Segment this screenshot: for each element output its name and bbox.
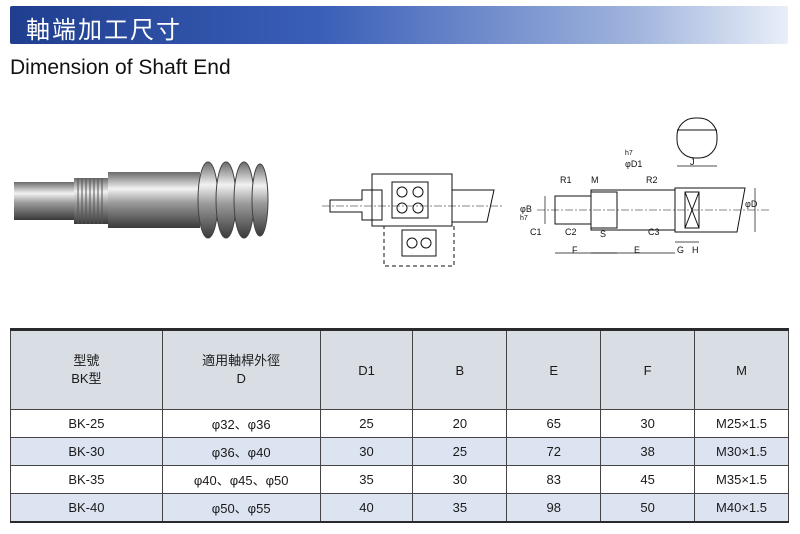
cell-m: M35×1.5	[694, 465, 789, 494]
label-f: F	[572, 245, 578, 255]
label-d1-tolerance: h7	[625, 150, 633, 157]
header-d1: D1	[319, 328, 414, 410]
label-h: H	[692, 245, 699, 255]
shaft-body	[108, 172, 200, 228]
label-r2: R2	[646, 175, 658, 185]
cell-d1: 35	[319, 465, 414, 494]
screw-grooves	[197, 161, 269, 239]
table-row: BK-30 φ36、φ40 30 25 72 38 M30×1.5	[10, 437, 789, 466]
cell-e: 72	[506, 437, 602, 466]
cell-m: M40×1.5	[694, 493, 789, 523]
cell-b: 30	[412, 465, 508, 494]
cell-d1: 40	[319, 493, 414, 523]
cell-m: M25×1.5	[694, 409, 789, 438]
cell-f: 45	[600, 465, 696, 494]
label-e: E	[634, 245, 641, 255]
cell-model: BK-25	[10, 409, 163, 438]
cell-f: 38	[600, 437, 696, 466]
header-model: 型號 BK型	[10, 328, 163, 410]
cell-d1: 25	[319, 409, 414, 438]
shaft-end-dimension-drawing	[537, 117, 770, 254]
title-bar: 軸端加工尺寸	[10, 6, 788, 44]
table-row: BK-25 φ32、φ36 25 20 65 30 M25×1.5	[10, 409, 789, 438]
label-c1: C1	[530, 227, 542, 237]
cell-e: 83	[506, 465, 602, 494]
header-b: B	[412, 328, 508, 410]
cell-b: 35	[412, 493, 508, 523]
cell-m: M30×1.5	[694, 437, 789, 466]
thread-lines	[77, 178, 103, 224]
cell-f: 30	[600, 409, 696, 438]
label-d1: φD1	[625, 159, 643, 169]
label-c2: C2	[565, 227, 577, 237]
header-shaft-diameter: 適用軸桿外徑 D	[161, 328, 321, 410]
label-b: φB	[520, 204, 532, 214]
table-header-row: 型號 BK型 適用軸桿外徑 D D1 B E F M	[10, 328, 789, 410]
page-title: 軸端加工尺寸	[26, 16, 182, 44]
cell-b: 20	[412, 409, 508, 438]
cell-d1: 30	[319, 437, 414, 466]
shaft-end-spec-table: 型號 BK型 適用軸桿外徑 D D1 B E F M BK-25 φ32、φ36…	[10, 328, 789, 523]
cell-f: 50	[600, 493, 696, 523]
header-f: F	[600, 328, 696, 410]
cell-d: φ50、φ55	[161, 493, 321, 523]
cell-d: φ32、φ36	[161, 409, 321, 438]
shaft-tip	[14, 182, 74, 220]
shaft-thread	[74, 178, 108, 224]
cell-model: BK-40	[10, 493, 163, 523]
table-row: BK-35 φ40、φ45、φ50 35 30 83 45 M35×1.5	[10, 465, 789, 494]
cell-d: φ36、φ40	[161, 437, 321, 466]
cell-model: BK-30	[10, 437, 163, 466]
cell-d: φ40、φ45、φ50	[161, 465, 321, 494]
page-subtitle: Dimension of Shaft End	[10, 56, 231, 79]
label-j: J	[690, 157, 695, 167]
shaft-photo	[14, 161, 269, 239]
label-c3: C3	[648, 227, 660, 237]
label-s: S	[600, 229, 607, 239]
label-d: φD	[745, 199, 758, 209]
label-r1: R1	[560, 175, 572, 185]
bearing-assembly-drawing	[322, 173, 502, 267]
label-b-tolerance: h7	[520, 215, 528, 222]
cell-model: BK-35	[10, 465, 163, 494]
cell-b: 25	[412, 437, 508, 466]
header-m: M	[694, 328, 789, 410]
cell-e: 98	[506, 493, 602, 523]
label-m: M	[591, 175, 599, 185]
table-row: BK-40 φ50、φ55 40 35 98 50 M40×1.5	[10, 493, 789, 523]
cell-e: 65	[506, 409, 602, 438]
label-g: G	[677, 245, 685, 255]
header-e: E	[506, 328, 602, 410]
